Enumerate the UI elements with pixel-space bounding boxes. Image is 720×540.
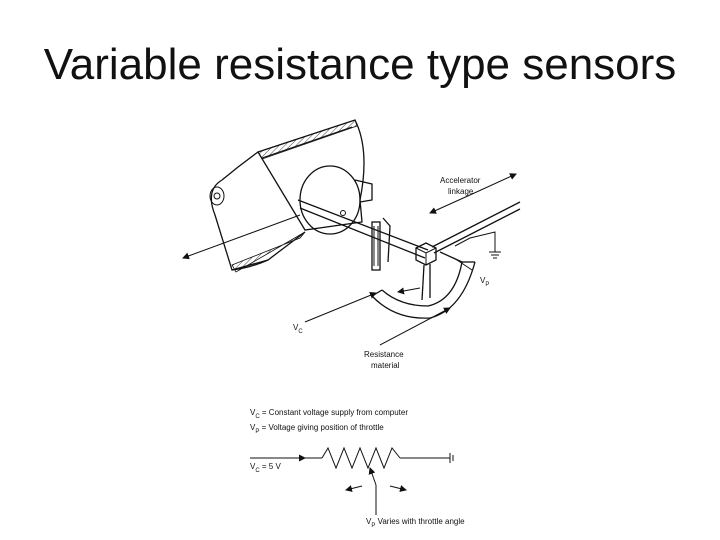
linkage-label-line2: linkage	[448, 187, 474, 196]
airflow-arrow	[182, 214, 301, 260]
vp-label: VP	[480, 276, 489, 288]
resistance-label-line1: Resistance	[364, 350, 404, 359]
resistance-label-line2: material	[371, 361, 400, 370]
vc-label: VC	[293, 323, 303, 335]
circuit-vp-label: VP Varies with throttle angle	[366, 517, 465, 529]
resistance-leader	[379, 307, 451, 346]
throttle-plate	[299, 165, 361, 235]
circuit-vc-label: VC = 5 V	[250, 462, 281, 474]
linkage-label-line1: Accelerator	[440, 176, 481, 185]
page-title: Variable resistance type sensors	[43, 40, 677, 89]
throttle-shaft	[297, 199, 429, 271]
legend-vc: VC = Constant voltage supply from comput…	[250, 408, 408, 420]
wiper-block	[415, 242, 437, 301]
vp-leader	[453, 257, 473, 271]
throttle-body	[209, 119, 373, 273]
accelerator-linkage	[429, 173, 521, 254]
vc-leader	[304, 292, 377, 323]
potentiometer-circuit: VC = 5 V VP Varies with throttle angle	[250, 446, 465, 529]
ground-symbol	[454, 231, 501, 259]
legend-vp: VP = Voltage giving position of throttle	[250, 423, 384, 435]
resistance-track	[371, 251, 476, 319]
